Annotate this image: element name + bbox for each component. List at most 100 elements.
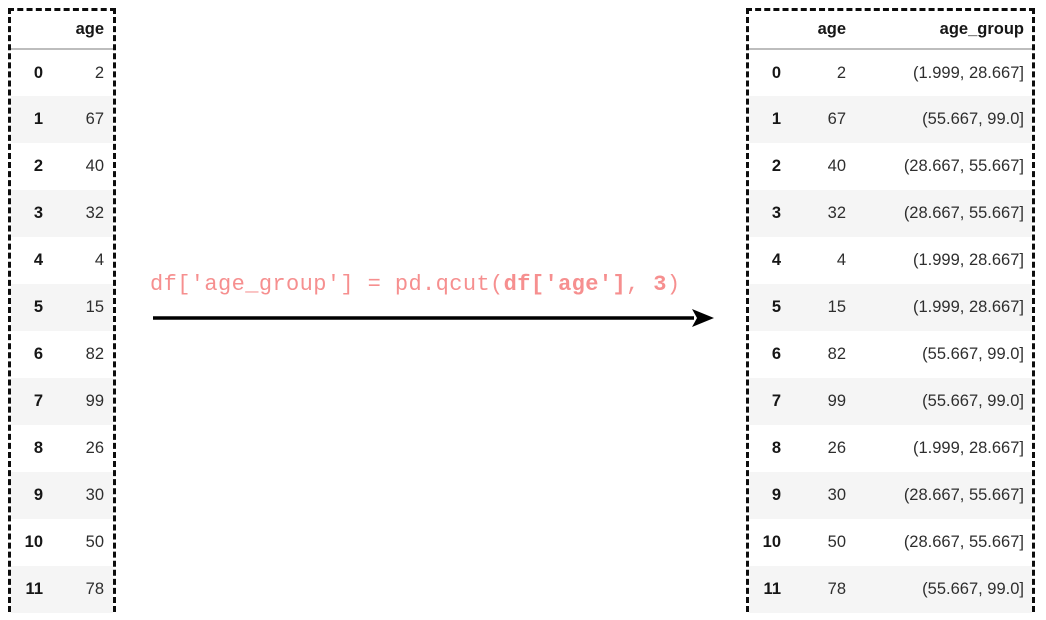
- row-index-cell: 9: [771, 486, 781, 504]
- table-row: 5 15: [11, 284, 113, 331]
- row-index-cell: 10: [24, 533, 43, 551]
- table-row: 10 50 (28.667, 55.667]: [749, 519, 1032, 566]
- age-value-cell: 67: [827, 110, 846, 128]
- table-row: 7 99: [11, 378, 113, 425]
- row-index-cell: 2: [771, 157, 781, 175]
- row-index-cell: 3: [33, 204, 43, 222]
- code-segment: df['age_group'] = pd.qcut(: [150, 272, 504, 297]
- table-row: 4 4 (1.999, 28.667]: [749, 237, 1032, 284]
- column-header-age-group: age_group: [846, 11, 1032, 50]
- index-header-blank: [11, 11, 43, 50]
- row-index-cell: 7: [33, 392, 43, 410]
- table-row: 11 78: [11, 566, 113, 613]
- table-row: 7 99 (55.667, 99.0]: [749, 378, 1032, 425]
- age-value-cell: 15: [85, 298, 104, 316]
- table-row: 5 15 (1.999, 28.667]: [749, 284, 1032, 331]
- age-value-cell: 2: [836, 63, 846, 82]
- age-value-cell: 40: [827, 157, 846, 175]
- row-index-cell: 1: [33, 110, 43, 128]
- age-group-value-cell: (28.667, 55.667]: [903, 157, 1024, 175]
- row-index-cell: 5: [771, 298, 781, 316]
- code-segment: ): [666, 272, 681, 297]
- age-group-value-cell: (1.999, 28.667]: [912, 298, 1024, 316]
- table-row: 8 26: [11, 425, 113, 472]
- table-row: 1 67 (55.667, 99.0]: [749, 96, 1032, 143]
- code-segment: ,: [626, 272, 654, 297]
- row-index-cell: 8: [33, 439, 43, 457]
- age-value-cell: 4: [836, 251, 846, 269]
- row-index-cell: 5: [33, 298, 43, 316]
- column-header-age: age: [781, 11, 846, 50]
- age-group-value-cell: (1.999, 28.667]: [912, 251, 1024, 269]
- row-index-cell: 6: [771, 345, 781, 363]
- age-value-cell: 30: [85, 486, 104, 504]
- age-value-cell: 82: [85, 345, 104, 363]
- age-value-cell: 26: [827, 439, 846, 457]
- age-value-cell: 78: [85, 580, 104, 598]
- row-index-cell: 9: [33, 486, 43, 504]
- row-index-cell: 1: [771, 110, 781, 128]
- index-header-blank: [749, 11, 781, 50]
- age-group-value-cell: (55.667, 99.0]: [922, 110, 1024, 128]
- row-index-cell: 10: [762, 533, 781, 551]
- table-row: 9 30: [11, 472, 113, 519]
- age-value-cell: 4: [94, 251, 104, 269]
- age-value-cell: 99: [85, 392, 104, 410]
- age-value-cell: 67: [85, 110, 104, 128]
- row-index-cell: 3: [771, 204, 781, 222]
- row-index-cell: 11: [763, 580, 781, 598]
- table-row: 2 40: [11, 143, 113, 190]
- row-index-cell: 0: [33, 63, 43, 82]
- age-value-cell: 50: [85, 533, 104, 551]
- age-value-cell: 99: [827, 392, 846, 410]
- age-value-cell: 40: [85, 157, 104, 175]
- age-group-value-cell: (55.667, 99.0]: [922, 580, 1024, 598]
- age-value-cell: 26: [85, 439, 104, 457]
- row-index-cell: 6: [33, 345, 43, 363]
- age-group-value-cell: (1.999, 28.667]: [912, 63, 1024, 82]
- header-row: age age_group: [749, 11, 1032, 50]
- table-row: 1 67: [11, 96, 113, 143]
- row-index-cell: 7: [771, 392, 781, 410]
- code-segment-bold: 3: [653, 272, 667, 297]
- column-header-age: age: [43, 11, 113, 50]
- age-value-cell: 32: [85, 204, 104, 222]
- age-group-value-cell: (1.999, 28.667]: [912, 439, 1024, 457]
- table-row: 2 40 (28.667, 55.667]: [749, 143, 1032, 190]
- age-group-value-cell: (55.667, 99.0]: [922, 345, 1024, 363]
- table-row: 3 32: [11, 190, 113, 237]
- row-index-cell: 4: [771, 251, 781, 269]
- age-value-cell: 2: [94, 63, 104, 82]
- table-row: 11 78 (55.667, 99.0]: [749, 566, 1032, 613]
- row-index-cell: 2: [33, 157, 43, 175]
- row-index-cell: 0: [771, 63, 781, 82]
- arrow-icon: [153, 309, 714, 327]
- age-value-cell: 50: [827, 533, 846, 551]
- row-index-cell: 11: [25, 580, 43, 598]
- age-group-value-cell: (28.667, 55.667]: [903, 204, 1024, 222]
- age-value-cell: 32: [827, 204, 846, 222]
- table-row: 10 50: [11, 519, 113, 566]
- table-row: 8 26 (1.999, 28.667]: [749, 425, 1032, 472]
- age-value-cell: 30: [827, 486, 846, 504]
- code-annotation: df['age_group'] = pd.qcut(df['age'], 3): [150, 272, 716, 297]
- age-group-value-cell: (28.667, 55.667]: [903, 533, 1024, 551]
- row-index-cell: 8: [771, 439, 781, 457]
- age-value-cell: 78: [827, 580, 846, 598]
- table-row: 3 32 (28.667, 55.667]: [749, 190, 1032, 237]
- row-index-cell: 4: [33, 251, 43, 269]
- code-segment-bold: df['age']: [503, 272, 627, 297]
- table-row: 0 2 (1.999, 28.667]: [749, 49, 1032, 96]
- age-group-value-cell: (55.667, 99.0]: [922, 392, 1024, 410]
- age-value-cell: 15: [827, 298, 846, 316]
- header-row: age: [11, 11, 113, 50]
